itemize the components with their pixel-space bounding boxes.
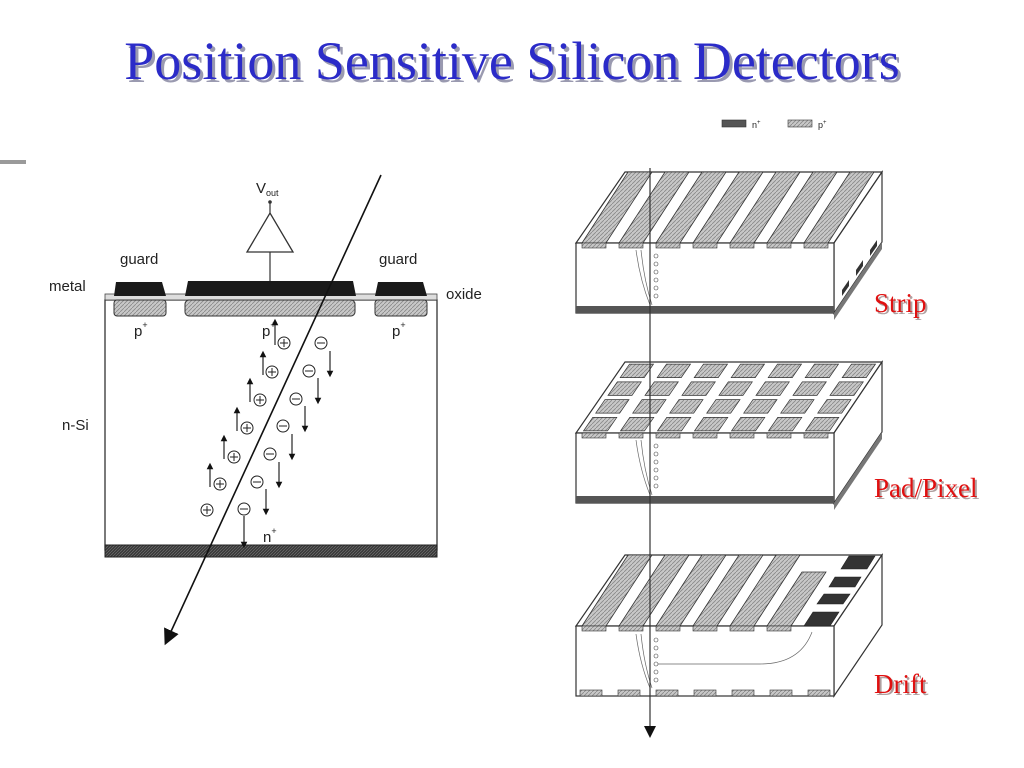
pixel-pad: [632, 399, 667, 414]
pixel-pad: [619, 417, 655, 432]
n-si-label: n-Si: [62, 417, 89, 434]
pixel-pad: [817, 399, 852, 414]
particle-track: [164, 174, 382, 646]
pixel-label: Pad/Pixel: [874, 473, 978, 503]
pixel-pad: [582, 417, 618, 432]
strip-label-shadow: Strip: [876, 290, 929, 320]
guard-metal-left: [114, 282, 166, 296]
legend-p-swatch: [787, 119, 813, 128]
p-implant-left: [113, 299, 167, 317]
p-implant-right: [374, 299, 428, 317]
strip-label: Strip: [874, 288, 927, 318]
guard-left-label: guard: [120, 251, 158, 268]
legend: n+ p+: [721, 119, 827, 130]
cross-section: Vout guard guard metal oxide n-Si p+ p+ …: [49, 174, 482, 646]
pixel-pad: [767, 417, 803, 432]
page-title: Position Sensitive Silicon Detectors: [124, 31, 900, 91]
pixel-pad: [730, 363, 766, 378]
drift-label: Drift: [874, 669, 927, 699]
n-plus-label: n+: [263, 526, 277, 546]
pixel-pad: [706, 399, 741, 414]
pixel-pad: [595, 399, 630, 414]
pixel-pad: [619, 363, 655, 378]
pixel-pad: [693, 417, 729, 432]
metal-label: metal: [49, 278, 86, 295]
pixel-pad: [607, 381, 642, 396]
drift-label-shadow: Drift: [876, 671, 929, 701]
pixel-pad: [829, 381, 864, 396]
legend-p-label: p+: [818, 120, 827, 130]
amplifier-icon: [245, 211, 295, 253]
pixel-label-shadow: Pad/Pixel: [876, 475, 980, 505]
n-plus-layer: [104, 544, 438, 558]
pixel-pad: [804, 417, 840, 432]
pixel-pad: [669, 399, 704, 414]
pixel-pad: [730, 417, 766, 432]
pixel-pad: [644, 381, 679, 396]
edge-mark: [0, 160, 26, 164]
guard-metal-right: [375, 282, 427, 296]
electron-signs: [240, 342, 325, 510]
legend-n-label: n+: [752, 120, 761, 130]
pixel-pad: [743, 399, 778, 414]
hole-signs: [203, 339, 288, 514]
oxide-label: oxide: [446, 286, 482, 303]
strip-detector: Strip Strip: [574, 170, 929, 320]
p-implant-mid: [184, 299, 356, 317]
pixel-detector: Pad/Pixel Pad/Pixel: [574, 360, 980, 510]
drift-detector: Drift Drift: [574, 553, 929, 701]
pixel-pad: [656, 417, 692, 432]
pixel-pad: [780, 399, 815, 414]
legend-n-swatch: [721, 119, 747, 128]
pixel-pad: [767, 363, 803, 378]
pixel-pad: [792, 381, 827, 396]
silicon-bulk: [104, 299, 438, 551]
p-plus-left-label: p+: [134, 320, 148, 340]
pixel-grid: [582, 363, 877, 432]
pixel-pad: [804, 363, 840, 378]
pixel-pad: [755, 381, 790, 396]
pixel-pad: [693, 363, 729, 378]
electron-arrows: [240, 351, 334, 549]
strip-metal: [185, 281, 356, 296]
vout-label: Vout: [256, 180, 279, 198]
p-plus-right-label: p+: [392, 320, 406, 340]
guard-right-label: guard: [379, 251, 417, 268]
pixel-pad: [681, 381, 716, 396]
vout-node: [268, 200, 272, 204]
pixel-pad: [841, 363, 877, 378]
hole-arrows: [206, 318, 279, 487]
pixel-pad: [656, 363, 692, 378]
pixel-pad: [718, 381, 753, 396]
